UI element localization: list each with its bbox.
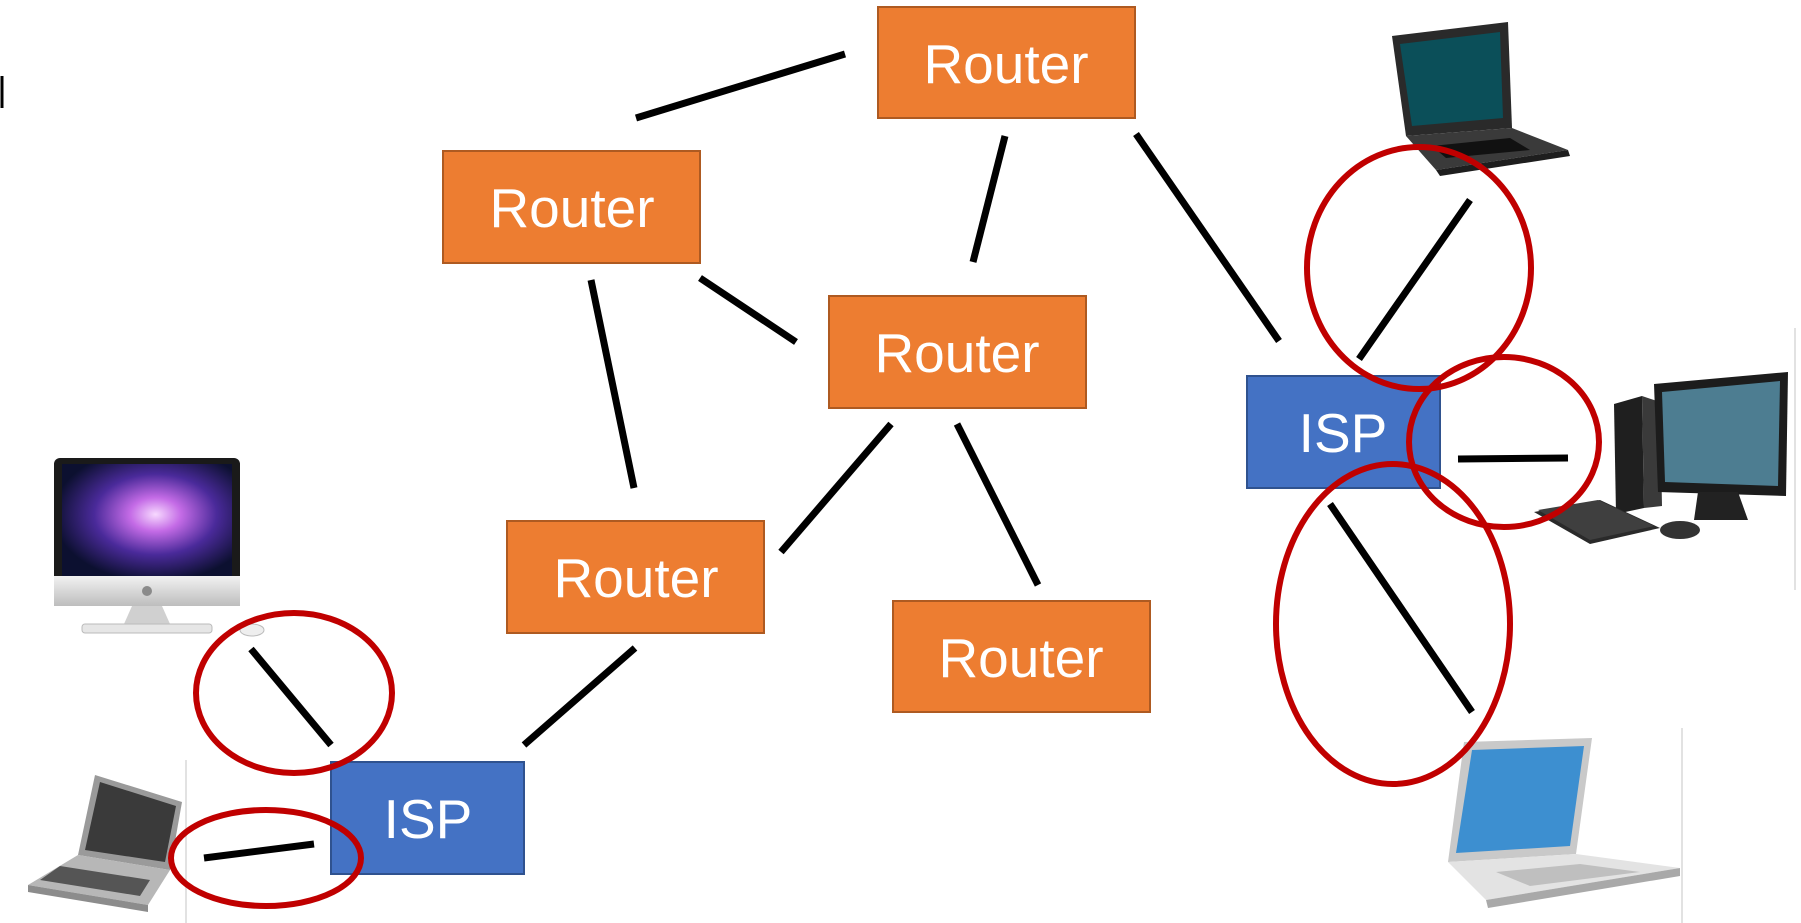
isps: ISP ISP xyxy=(330,375,1441,875)
routers: Router Router Router Router Router xyxy=(442,6,1151,713)
router-box xyxy=(828,295,1087,409)
highlight-ellipse xyxy=(193,610,395,776)
links xyxy=(203,50,1569,862)
router-node: Router xyxy=(828,295,1087,409)
desktop-computer-icon xyxy=(54,458,265,637)
router-label: Router xyxy=(874,322,1039,384)
router-box xyxy=(442,150,701,264)
link-line xyxy=(587,279,638,489)
highlight-ellipse xyxy=(1304,144,1534,392)
router-label: Router xyxy=(553,547,718,609)
laptop-icon xyxy=(1448,738,1680,908)
link-line xyxy=(778,421,894,555)
link-line xyxy=(1356,197,1473,362)
highlights xyxy=(168,144,1602,909)
isp-label: ISP xyxy=(384,788,473,850)
router-box xyxy=(892,600,1151,713)
link-line xyxy=(969,135,1009,263)
highlight-ellipse xyxy=(1406,354,1602,530)
router-box xyxy=(506,520,765,634)
link-line xyxy=(1327,502,1475,714)
link-line xyxy=(953,422,1042,587)
router-node: Router xyxy=(442,150,701,264)
router-box xyxy=(877,6,1136,119)
isp-label: ISP xyxy=(1299,402,1388,464)
highlight-ellipse xyxy=(168,807,364,909)
router-label: Router xyxy=(923,33,1088,95)
highlight-ellipse xyxy=(1273,461,1513,787)
isp-node: ISP xyxy=(1246,375,1441,489)
link-line xyxy=(1457,454,1569,463)
desktop-tower-icon xyxy=(1534,372,1788,544)
router-node: Router xyxy=(506,520,765,634)
router-label: Router xyxy=(489,177,654,239)
laptop-icon xyxy=(1392,22,1570,176)
link-line xyxy=(521,645,638,748)
link-line xyxy=(1133,132,1282,343)
link-line xyxy=(203,840,315,862)
laptop-icon xyxy=(28,775,182,912)
link-line xyxy=(248,646,334,748)
router-label: Router xyxy=(938,627,1103,689)
link-line xyxy=(698,275,798,345)
link-line xyxy=(634,50,847,122)
router-node: Router xyxy=(877,6,1136,119)
router-node: Router xyxy=(892,600,1151,713)
